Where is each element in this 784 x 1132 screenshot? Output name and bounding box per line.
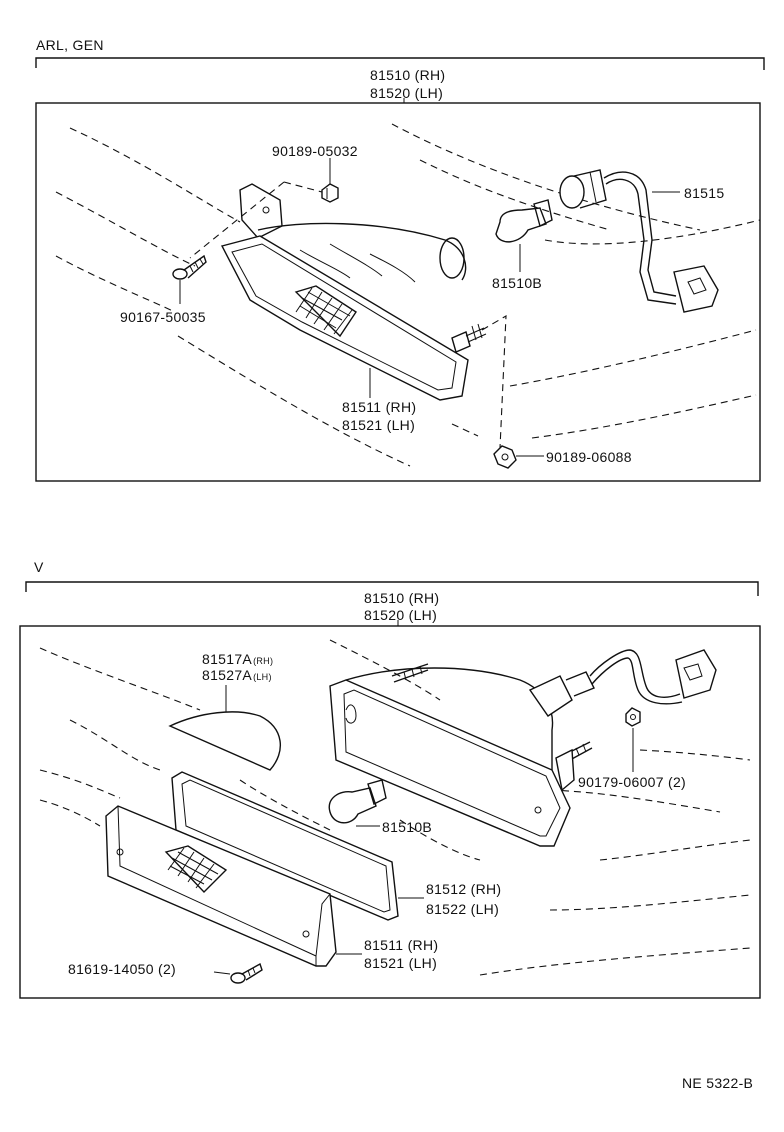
screw-90167-50035: 90167-50035 — [120, 254, 207, 325]
label-lens-lh: 81521 (LH) — [364, 955, 437, 971]
label-reflector-lh: 81527A(LH) — [202, 667, 272, 683]
label-bulb: 81510B — [382, 819, 432, 835]
section-arl-gen: ARL, GEN 81510 (RH) 81520 (LH) — [35, 37, 765, 482]
label-nut-bottom: 90189-06088 — [546, 449, 632, 465]
label-nut: 90179-06007 (2) — [578, 774, 686, 790]
screw-81619-14050: 81619-14050 (2) — [68, 961, 263, 984]
label-nut-top: 90189-05032 — [272, 143, 358, 159]
assembly-bracket-line — [25, 581, 759, 596]
label-lens-rh: 81511 (RH) — [342, 399, 416, 415]
gasket-81512: 81512 (RH) 81522 (LH) — [171, 771, 501, 921]
figure-code: NE 5322-B — [682, 1075, 753, 1091]
turn-signal-lamp-assembly — [220, 183, 487, 401]
lamp-housing-frame — [329, 679, 571, 847]
label-lens-lh: 81521 (LH) — [342, 417, 415, 433]
assembly-label-rh: 81510 (RH) — [364, 590, 439, 606]
bulb-81510b: 81510B — [492, 199, 553, 291]
lens-grid-pattern — [164, 845, 228, 894]
turn-signal-lamp-assembly — [329, 649, 717, 847]
section-frame — [35, 102, 761, 482]
label-gasket-lh: 81522 (LH) — [426, 901, 499, 917]
label-reflector-rh: 81517A(RH) — [202, 651, 273, 667]
lens-housing — [220, 235, 469, 401]
label-screw: 90167-50035 — [120, 309, 206, 325]
bumper-contour-lines — [39, 639, 751, 976]
assembly-label-lh: 81520 (LH) — [370, 85, 443, 101]
assembly-label-rh: 81510 (RH) — [370, 67, 445, 83]
label-socket: 81515 — [684, 185, 724, 201]
assembly-label-lh: 81520 (LH) — [364, 607, 437, 623]
wire-connector — [673, 265, 719, 313]
reflector-81517a: 81517A(RH) 81527A(LH) — [168, 651, 282, 771]
section-v: V 81510 (RH) 81520 (LH) 81517A(RH) 81527 — [19, 559, 761, 999]
nut-90179-06007: 90179-06007 (2) — [578, 707, 686, 790]
lens-81511: 81511 (RH) 81521 (LH) — [105, 805, 438, 971]
label-screw: 81619-14050 (2) — [68, 961, 176, 977]
bulb-81510b: 81510B — [328, 779, 432, 835]
socket-wire-81515: 81515 — [559, 169, 724, 313]
label-bulb: 81510B — [492, 275, 542, 291]
nut-90189-05032: 90189-05032 — [189, 143, 358, 259]
label-lens-rh: 81511 (RH) — [364, 937, 438, 953]
lens-grid-pattern — [294, 285, 357, 338]
section-frame — [19, 625, 761, 999]
section-title-v: V — [34, 559, 44, 575]
section-title-arl-gen: ARL, GEN — [36, 37, 104, 53]
label-gasket-rh: 81512 (RH) — [426, 881, 501, 897]
nut-90189-06088: 90189-06088 — [481, 315, 632, 469]
assembly-bracket-line — [35, 57, 765, 70]
wire-connector — [675, 649, 717, 699]
